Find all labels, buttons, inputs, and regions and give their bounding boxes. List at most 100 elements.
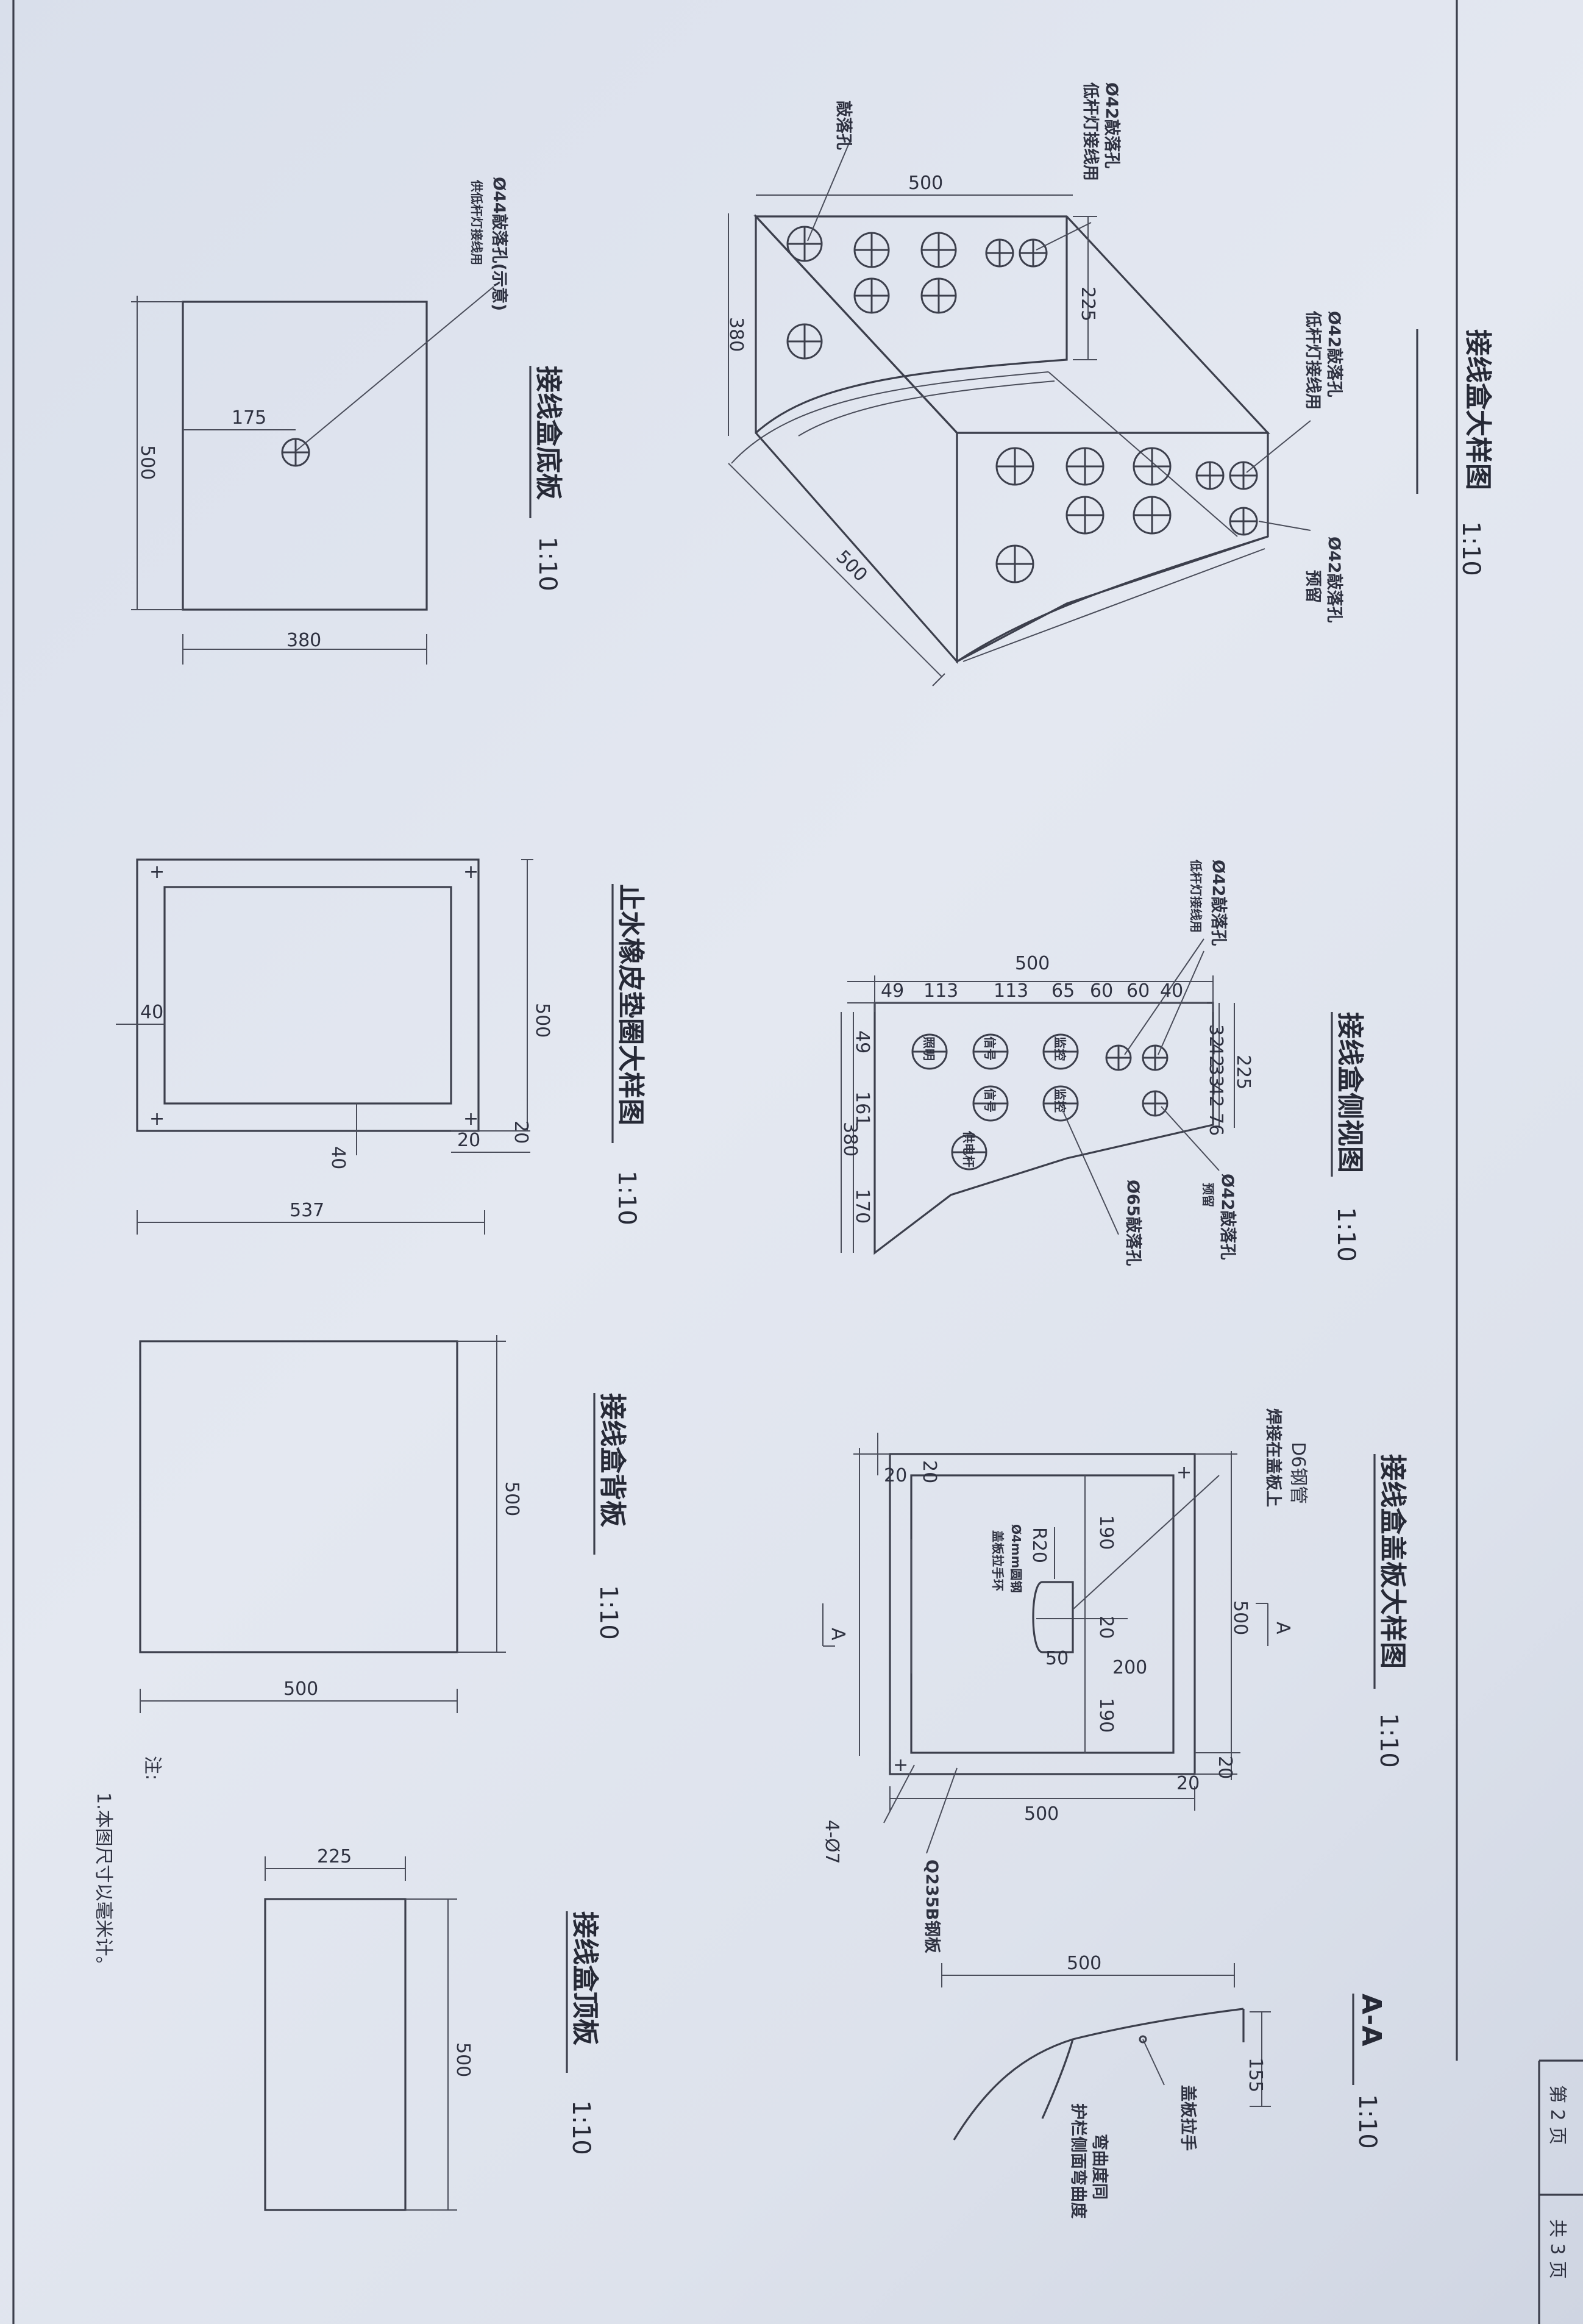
side-dim-right-1: 42 (1205, 1044, 1226, 1067)
cover-dim-190b: 190 (1095, 1698, 1117, 1733)
top-plate-drawing (264, 1856, 457, 2211)
svg-text:+: + (463, 861, 478, 883)
cover-label-holes: 4-Ø7 (821, 1820, 842, 1864)
section-label-curve-b: 护栏侧面弯曲度 (1069, 2103, 1088, 2219)
big-box-label-d42-right-a: Ø42敲落孔 (1325, 536, 1343, 623)
cover-section-a2: A (1272, 1622, 1293, 1634)
cover-dim-20: 20 (1095, 1616, 1117, 1639)
big-box-dim-380: 380 (725, 317, 747, 352)
side-hole-label-1: 信号 (983, 1036, 997, 1061)
bottom-dim-175: 175 (232, 407, 266, 429)
svg-text:+: + (463, 1108, 478, 1130)
bottom-plate-title: 接线盒底板 (533, 366, 564, 500)
big-box-label-knock: 敲落孔 (834, 101, 853, 150)
section-dim-155: 155 (1245, 2058, 1266, 2092)
cover-dim-50: 50 (1045, 1648, 1069, 1669)
back-plate-drawing (139, 1335, 506, 1713)
section-title: A-A (1356, 1994, 1387, 2046)
cover-label-steel: Q235B钢板 (922, 1859, 941, 1953)
side-dim-top-2: 113 (994, 980, 1028, 1002)
big-box-label-d42-mid-b: 低杆灯接线用 (1303, 310, 1322, 410)
cover-dim-200: 200 (1112, 1657, 1147, 1678)
top-plate-title: 接线盒顶板 (569, 1911, 600, 2045)
cover-dim-20-left: 20 (884, 1465, 907, 1486)
cover-dim-500-h: 500 (1024, 1803, 1059, 1825)
side-dim-right-3: 42 (1205, 1084, 1226, 1107)
side-hole-label-5: 供电杆 (961, 1130, 976, 1167)
side-hole-label-2: 监控 (1053, 1036, 1067, 1061)
gasket-dim-20b: 20 (457, 1130, 480, 1151)
notes-line1: 1.本图尺寸以毫米计。 (93, 1792, 114, 1975)
big-box-dim-500-bottom: 500 (831, 546, 871, 586)
cover-label-r20: R20 (1028, 1527, 1050, 1563)
gasket-scale: 1:10 (613, 1171, 641, 1225)
big-box-label-d42-top-a: Ø42敲落孔 (1102, 82, 1121, 169)
side-label-top-a: Ø42敲落孔 (1209, 860, 1228, 946)
page-total: 共 3 页 (1546, 2219, 1568, 2279)
bottom-dim-380: 380 (286, 630, 321, 651)
cover-label-wire-a: Ø4mm圆钢 (1009, 1524, 1023, 1593)
bottom-label-a: Ø44敲落孔(示意) (489, 177, 509, 311)
big-box-drawing (728, 140, 1311, 686)
side-view-drawing (841, 938, 1235, 1255)
big-box-dim-225: 225 (1077, 287, 1098, 321)
side-hole-label-0: 照明 (922, 1036, 936, 1061)
side-dim-left-0: 49 (852, 1030, 873, 1053)
back-dim-500-v: 500 (501, 1481, 522, 1516)
gasket-dim-20a: 20 (510, 1121, 532, 1144)
gasket-dim-500: 500 (532, 1003, 553, 1038)
side-dim-right-0: 32 (1205, 1024, 1226, 1047)
notes-heading: 注: (141, 1756, 163, 1780)
cover-dim-500-v: 500 (1229, 1600, 1251, 1635)
big-box-label-d42-top-b: 低杆灯接线用 (1081, 82, 1100, 181)
back-dim-500-h: 500 (283, 1678, 318, 1700)
cover-dim-20-top: 20 (919, 1460, 940, 1483)
svg-text:+: + (149, 1108, 165, 1130)
side-label-d65: Ø65敲落孔 (1123, 1180, 1142, 1266)
gasket-dim-40a: 40 (140, 1002, 163, 1023)
section-dim-500: 500 (1067, 1953, 1101, 1974)
side-dim-380: 380 (839, 1122, 861, 1157)
cover-label-d6-b: 焊接在盖板上 (1264, 1408, 1282, 1507)
side-dim-top-6: 40 (1160, 980, 1183, 1002)
cover-dim-190a: 190 (1095, 1515, 1117, 1550)
side-dim-left-2: 170 (852, 1189, 873, 1224)
side-dim-right-4: 76 (1205, 1113, 1226, 1136)
bottom-plate-scale: 1:10 (533, 536, 561, 591)
big-box-dim-500-top: 500 (908, 173, 943, 194)
side-view-scale: 1:10 (1332, 1207, 1360, 1262)
cover-label-wire-b: 盖板拉手环 (991, 1530, 1005, 1591)
top-plate-scale: 1:10 (567, 2100, 595, 2155)
top-dim-225: 225 (317, 1846, 352, 1867)
side-dim-top-3: 65 (1051, 980, 1075, 1002)
side-dim-top-1: 113 (923, 980, 958, 1002)
big-box-label-d42-right-b: 预留 (1303, 570, 1322, 603)
side-dim-top-5: 60 (1126, 980, 1150, 1002)
side-dim-225: 225 (1233, 1055, 1254, 1089)
side-label-right-a: Ø42敲落孔 (1218, 1174, 1237, 1260)
bottom-label-b: 供低杆灯接线用 (469, 179, 484, 265)
cover-plate-title: 接线盒盖板大样图 (1377, 1454, 1408, 1669)
svg-text:+: + (893, 1755, 908, 1776)
side-dim-top-4: 60 (1090, 980, 1113, 1002)
cover-dim-20-b: 20 (1176, 1773, 1200, 1794)
gasket-title: 止水橡皮垫圈大样图 (615, 884, 646, 1125)
section-label-curve-a: 弯曲度同 (1090, 2134, 1109, 2200)
top-dim-500: 500 (452, 2042, 474, 2077)
bottom-plate-drawing (131, 286, 494, 665)
side-label-right-b: 预留 (1201, 1183, 1215, 1207)
side-dim-top-0: 49 (881, 980, 904, 1002)
side-dim-total: 500 (1015, 953, 1050, 974)
big-box-scale: 1:10 (1457, 521, 1485, 576)
gasket-dim-537: 537 (290, 1200, 324, 1221)
back-plate-scale: 1:10 (594, 1585, 622, 1640)
gasket-drawing: + + + + (116, 858, 533, 1235)
side-view-title: 接线盒侧视图 (1334, 1012, 1365, 1173)
side-label-top-b: 低杆灯接线用 (1189, 859, 1203, 933)
svg-text:+: + (149, 861, 165, 883)
page-number: 第 2 页 (1546, 2085, 1568, 2145)
title-block (1538, 2059, 1583, 2324)
section-aa-drawing (941, 1963, 1271, 2140)
